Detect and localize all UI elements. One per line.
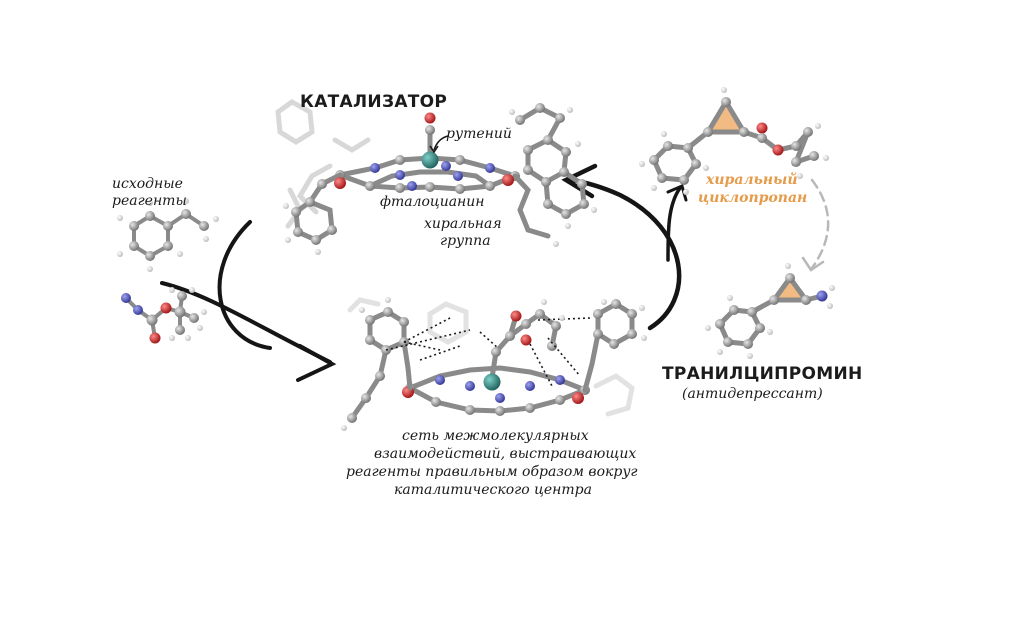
right-curved-arrow	[567, 177, 682, 331]
dashed-arrowhead	[801, 256, 825, 272]
dashed-conversion-arrow	[810, 178, 830, 270]
ruthenium-label: рутений	[446, 126, 512, 142]
styrene-molecule	[117, 198, 219, 272]
phthalocyanine-label: фталоцианин	[380, 194, 485, 210]
catalyst-label: КАТАЛИЗАТОР	[300, 92, 448, 112]
network-label-line3: реагенты правильным образом вокруг	[346, 464, 638, 480]
reagents-label-line2: реагенты	[112, 193, 187, 209]
chiral-cyclopropane-label-line2: циклопропан	[698, 190, 808, 206]
catalyst-molecule	[275, 99, 597, 255]
network-label-line2: взаимодействий, выстраивающих	[374, 446, 637, 462]
product-branch-arrowhead	[666, 183, 688, 202]
chiral-group-label-line2: группа	[440, 233, 491, 249]
chiral-cyclopropane-molecule	[639, 87, 829, 195]
catalytic-complex-molecule	[341, 297, 647, 431]
tranylcypromine-molecule	[705, 263, 835, 359]
reagents-label-line1: исходные	[112, 176, 183, 192]
product-branch-arrow	[666, 186, 682, 262]
diazo-ester-molecule	[121, 287, 207, 344]
network-label-line1: сеть межмолекулярных	[402, 428, 589, 444]
left-arrowhead	[296, 344, 337, 382]
chiral-group-label-line1: хиральная	[424, 216, 502, 232]
tranylcypromine-label: ТРАНИЛЦИПРОМИН	[662, 364, 863, 384]
cycle-arrows	[160, 163, 830, 382]
network-label-line4: каталитического центра	[394, 482, 592, 498]
chiral-cyclopropane-label-line1: хиральный	[706, 172, 798, 188]
antidepressant-label: (антидепрессант)	[682, 386, 823, 402]
left-curved-arrow	[217, 220, 272, 350]
